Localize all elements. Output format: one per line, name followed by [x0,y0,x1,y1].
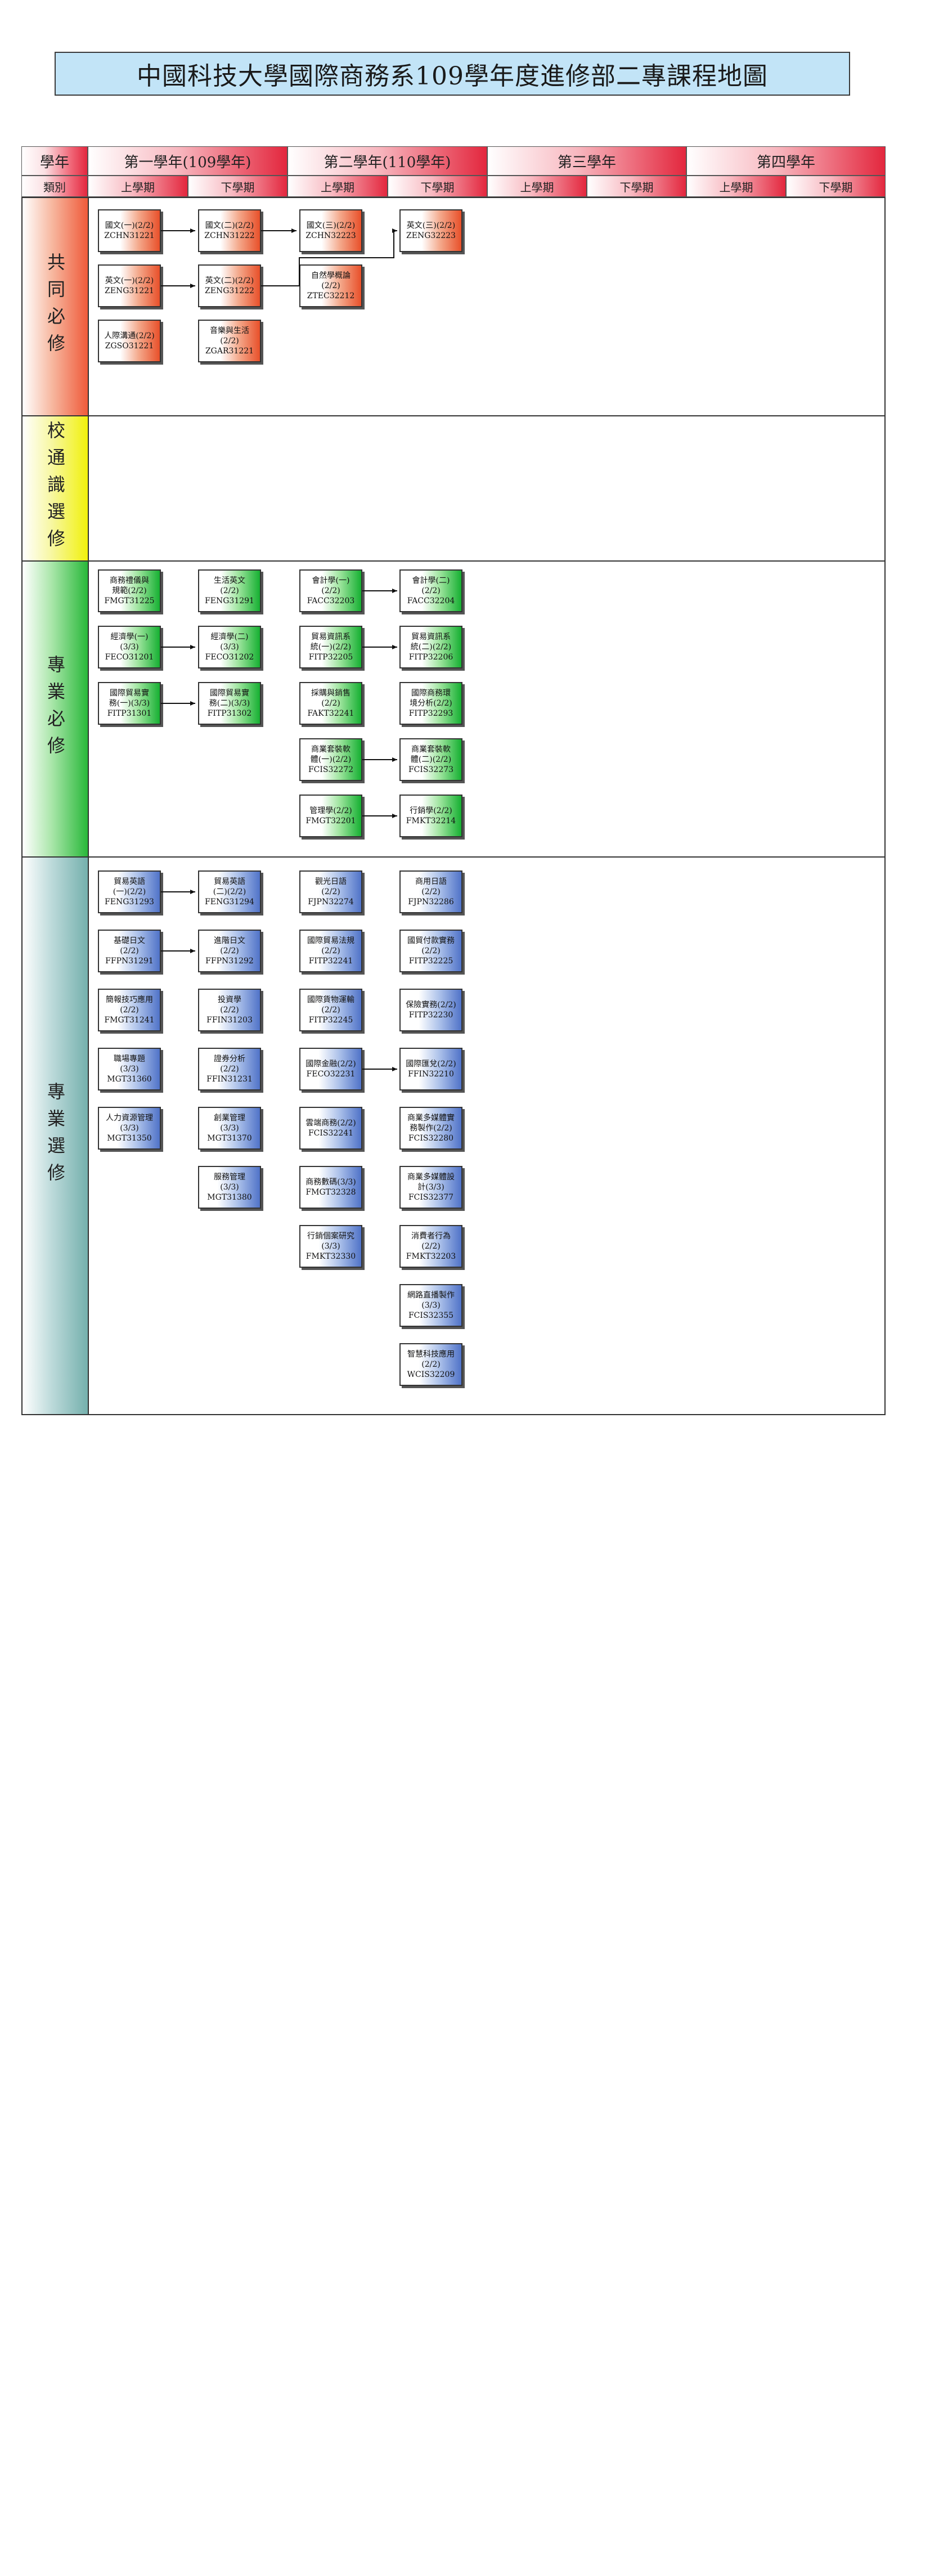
header-year-2: 第二學年(110學年) [287,146,487,176]
course-box-e27: 智慧科技應用 (2/2) WCIS32209 [399,1343,462,1386]
section-divider-3 [21,856,886,858]
course-box-e25: 消費者行為 (2/2) FMKT32203 [399,1225,462,1268]
course-box-e23: 商業多媒體實 務製作(2/2) FCIS32280 [399,1107,462,1150]
course-box-e12: 觀光日語 (2/2) FJPN32274 [299,870,362,913]
course-box-e13: 國際貿易法規 (2/2) FITP32241 [299,930,362,972]
course-box-e4: 職場專題 (3/3) MGT31360 [98,1048,161,1090]
arrow-eng2-eng3 [261,228,397,286]
course-box-r12: 會計學(二) (2/2) FACC32204 [399,569,462,612]
course-box-r7: 會計學(一) (2/2) FACC32203 [299,569,362,612]
page-title: 中國科技大學國際商務系109學年度進修部二專課程地圖 [55,52,850,96]
header-semester-2-1: 上學期 [287,176,388,197]
course-box-e8: 投資學 (2/2) FFIN31203 [198,989,261,1031]
header-year-label: 學年 [21,146,88,176]
course-box-e24: 商業多媒體設 計(3/3) FCIS32377 [399,1166,462,1209]
course-box-e20: 國貿付款實務 (2/2) FITP32225 [399,930,462,972]
course-box-e5: 人力資源管理 (3/3) MGT31350 [98,1107,161,1150]
course-box-e3: 簡報技巧應用 (2/2) FMGT31241 [98,989,161,1031]
course-box-c1: 國文(一)(2/2) ZCHN31221 [98,209,161,252]
course-box-r6: 國際貿易實 務(二)(3/3) FITP31302 [198,682,261,725]
course-box-c4: 國文(二)(2/2) ZCHN31222 [198,209,261,252]
course-box-c6: 音樂與生活 (2/2) ZGAR31221 [198,320,261,362]
course-box-c7: 國文(三)(2/2) ZCHN32223 [299,209,362,252]
header-semester-1-1: 上學期 [88,176,188,197]
section-common-label: 共同必修 [23,198,88,415]
course-box-e19: 商用日語 (2/2) FJPN32286 [399,870,462,913]
course-box-e15: 國際金融(2/2) FECO32231 [299,1048,362,1090]
course-box-e17: 商務數碼(3/3) FMGT32328 [299,1166,362,1209]
header-year-3: 第三學年 [487,146,686,176]
course-box-e7: 進階日文 (2/2) FFPN31292 [198,930,261,972]
course-box-r15: 商業套裝軟 體(二)(2/2) FCIS32273 [399,738,462,781]
section-elective-label: 專業選修 [23,858,88,1414]
section-required-label: 專業必修 [23,562,88,856]
course-box-e16: 雲端商務(2/2) FCIS32241 [299,1107,362,1150]
section-general-label: 校通識選修 [23,416,88,560]
course-box-e22: 國際匯兌(2/2) FFIN32210 [399,1048,462,1090]
header-semester-3-1: 上學期 [487,176,587,197]
course-box-r5: 經濟學(二) (3/3) FECO31202 [198,626,261,668]
header-year-1: 第一學年(109學年) [88,146,287,176]
course-box-e6: 貿易英語 (二)(2/2) FENG31294 [198,870,261,913]
course-box-c9: 英文(三)(2/2) ZENG32223 [399,209,462,252]
course-box-e14: 國際貨物運輸 (2/2) FITP32245 [299,989,362,1031]
course-box-e11: 服務管理 (3/3) MGT31380 [198,1166,261,1209]
course-box-e21: 保險實務(2/2) FITP32230 [399,989,462,1031]
course-box-r11: 管理學(2/2) FMGT32201 [299,795,362,837]
course-box-r8: 貿易資訊系 統(一)(2/2) FITP32205 [299,626,362,668]
course-box-r3: 國際貿易實 務(一)(3/3) FITP31301 [98,682,161,725]
course-box-e9: 證券分析 (2/2) FFIN31231 [198,1048,261,1090]
header-semester-2-2: 下學期 [388,176,487,197]
section-divider-2 [21,560,886,562]
header-year-4: 第四學年 [686,146,886,176]
course-box-r10: 商業套裝軟 體(一)(2/2) FCIS32272 [299,738,362,781]
course-box-r9: 採購與銷售 (2/2) FAKT32241 [299,682,362,725]
course-box-c2: 英文(一)(2/2) ZENG31221 [98,264,161,307]
course-box-e26: 網路直播製作 (3/3) FCIS32355 [399,1284,462,1327]
header-semester-4-1: 上學期 [686,176,786,197]
course-box-c8: 自然學概論 (2/2) ZTEC32212 [299,264,362,307]
section-divider-1 [21,415,886,416]
header-semester-4-2: 下學期 [786,176,886,197]
course-box-r4: 生活英文 (2/2) FENG31291 [198,569,261,612]
header-semester-1-2: 下學期 [188,176,287,197]
course-box-r1: 商務禮儀與 規範(2/2) FMGT31225 [98,569,161,612]
course-box-r2: 經濟學(一) (3/3) FECO31201 [98,626,161,668]
course-box-e10: 創業管理 (3/3) MGT31370 [198,1107,261,1150]
course-box-r14: 國際商務環 境分析(2/2) FITP32293 [399,682,462,725]
course-map-frame [21,197,886,1415]
course-box-e2: 基礎日文 (2/2) FFPN31291 [98,930,161,972]
course-box-r16: 行銷學(2/2) FMKT32214 [399,795,462,837]
header-category-label: 類別 [21,176,88,197]
course-box-c5: 英文(二)(2/2) ZENG31222 [198,264,261,307]
course-box-r13: 貿易資訊系 統(二)(2/2) FITP32206 [399,626,462,668]
course-box-c3: 人際溝通(2/2) ZGSO31221 [98,320,161,362]
course-box-e18: 行銷個案研究 (3/3) FMKT32330 [299,1225,362,1268]
category-divider [88,197,89,1415]
course-box-e1: 貿易英語 (一)(2/2) FENG31293 [98,870,161,913]
header-semester-3-2: 下學期 [587,176,686,197]
